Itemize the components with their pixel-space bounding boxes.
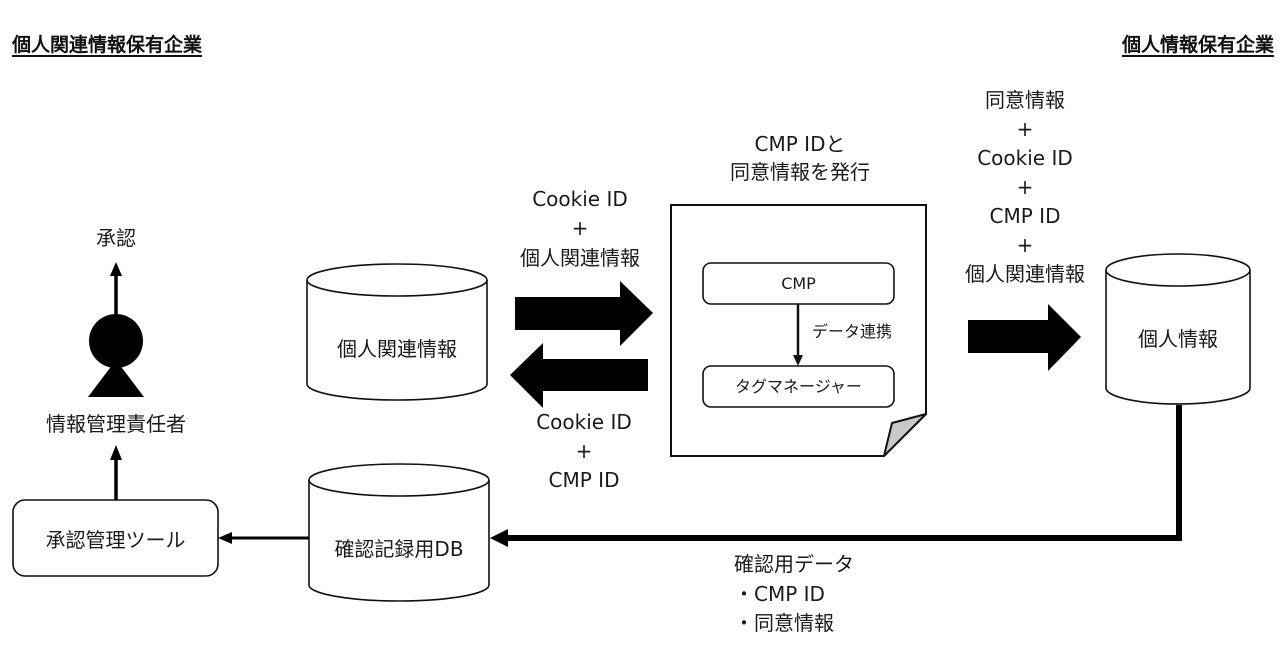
document-caption-line2: 同意情報を発行 xyxy=(730,160,870,184)
tool-to-manager-arrowhead xyxy=(110,445,122,460)
to-cmp-line-2: + xyxy=(571,216,589,240)
to-personal-info-line-1: 同意情報 xyxy=(985,88,1065,112)
to-personal-info-line-3: Cookie ID xyxy=(977,146,1073,170)
left-company-header: 個人関連情報保有企業 xyxy=(12,34,203,56)
return-arrow-left xyxy=(510,343,648,408)
tag-manager-box xyxy=(702,365,895,408)
manager-label: 情報管理責任者 xyxy=(46,412,186,436)
to-personal-info-line-7: 個人関連情報 xyxy=(965,262,1085,286)
confirmation-data-item: ・CMP ID xyxy=(734,582,825,606)
page-fold-icon xyxy=(883,413,927,457)
approval-label: 承認 xyxy=(96,226,136,250)
confirmation-data-title: 確認用データ xyxy=(734,552,854,576)
personal-related-info-database xyxy=(306,263,488,401)
to-cmp-line-3: 個人関連情報 xyxy=(520,246,640,270)
personal-related-info-label: 個人関連情報 xyxy=(337,336,457,361)
provide-arrow-right xyxy=(968,304,1081,371)
person-icon xyxy=(88,314,144,397)
approval-tool-label: 承認管理ツール xyxy=(45,527,186,552)
data-link-arrowhead xyxy=(793,355,803,366)
approval-arrowhead xyxy=(110,262,122,276)
send-arrow-right xyxy=(515,281,653,346)
document-caption-line1: CMP IDと xyxy=(754,132,846,156)
from-cmp-line-1: Cookie ID xyxy=(536,410,632,434)
personal-info-label: 個人情報 xyxy=(1138,326,1218,351)
to-cmp-line-1: Cookie ID xyxy=(532,187,628,211)
cmp-label: CMP xyxy=(781,273,816,293)
to-personal-info-line-6: + xyxy=(1016,233,1034,257)
from-cmp-line-3: CMP ID xyxy=(548,468,620,492)
confirmation-record-database xyxy=(308,463,490,602)
personal-info-database xyxy=(1105,253,1251,405)
data-link-label: データ連携 xyxy=(812,322,893,341)
to-personal-info-line-2: + xyxy=(1016,117,1034,141)
confirmation-data-arrowhead xyxy=(490,529,508,547)
confirmation-data-line xyxy=(506,405,1182,541)
confirmation-data-item: ・同意情報 xyxy=(734,611,834,635)
to-personal-info-line-4: + xyxy=(1016,175,1034,199)
confirmation-db-label: 確認記録用DB xyxy=(334,536,464,561)
from-cmp-line-2: + xyxy=(575,439,593,463)
right-company-header: 個人情報保有企業 xyxy=(1121,34,1274,56)
tag-manager-label: タグマネージャー xyxy=(735,376,862,396)
to-personal-info-line-5: CMP ID xyxy=(989,204,1061,228)
db-to-tool-arrowhead xyxy=(218,532,232,544)
